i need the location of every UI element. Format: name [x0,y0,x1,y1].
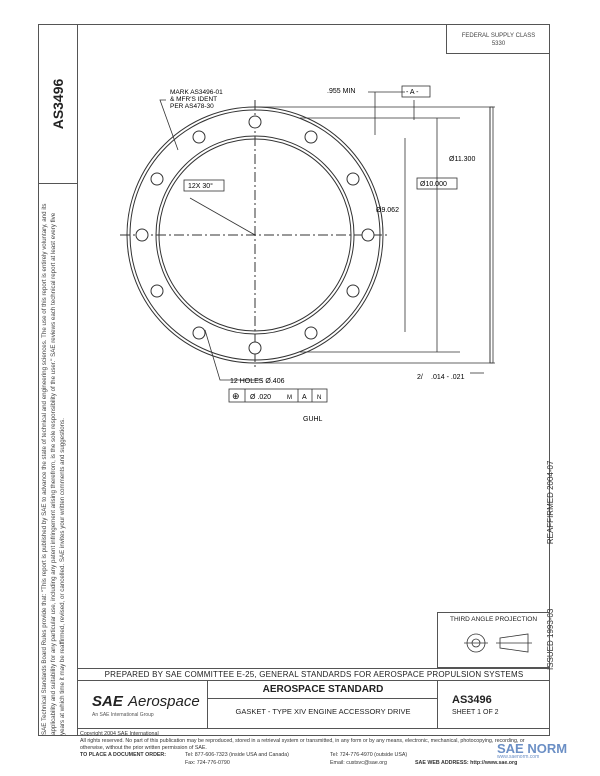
fcf-modifier-2: N [317,395,321,401]
logo-sae: SAE [92,693,123,710]
contact-row: Fax: 724-776-0790 Email: custsvc@sae.org… [80,760,550,768]
reaffirmed-date: REAFFIRMED 2004-07 [546,460,555,545]
fcf-symbol: ⊕ [232,391,240,401]
angle-label: 12X 30° [188,182,213,190]
bolt-hole [346,172,360,186]
copyright: Copyright 2004 SAE International [80,731,159,737]
fsc-label: FEDERAL SUPPLY CLASS [461,33,536,39]
min-dim-label: .955 MIN [327,88,355,95]
fcf-modifier: M [287,395,292,401]
fcf-tolerance: Ø .020 [250,394,271,401]
third-angle-projection: THIRD ANGLE PROJECTION [437,612,550,668]
dia-outer-label: Ø11.300 [449,156,475,163]
order-row: TO PLACE A DOCUMENT ORDER: Tel: 877-606-… [80,752,550,760]
email-link[interactable]: Email: custsvc@sae.org [330,760,387,766]
document-title: GASKET - TYPE XIV ENGINE ACCESSORY DRIVE [235,707,411,716]
web-address-link[interactable]: SAE WEB ADDRESS: http://www.sae.org [415,760,518,766]
bolt-holes [135,115,375,355]
left-column [38,24,78,736]
mark-note-2: & MFR'S IDENT [170,96,217,103]
bolt-hole [248,341,262,355]
fsc-code: 5330 [491,41,506,47]
projection-label: THIRD ANGLE PROJECTION [449,616,538,623]
title-block-number: AS3496 SHEET 1 OF 2 [438,681,550,729]
datum-label: - A - [406,89,419,96]
sheet-number: SHEET 1 OF 2 [452,709,499,716]
document-number: AS3496 [452,694,492,706]
title-block-logo: SAE Aerospace An SAE International Group [78,681,208,729]
holes-label: 12 HOLES Ø.406 [230,378,285,385]
rights-statement: All rights reserved. No part of this pub… [80,738,525,751]
bolt-hole [150,284,164,298]
bolt-hole [361,228,375,242]
dia-box [416,177,458,190]
mark-note-1: MARK AS3496-01 [170,89,223,96]
watermark: SAE NORM www.saenorm.com [497,741,567,760]
holes-leader [204,329,262,381]
feature-control-frame [228,388,328,403]
logo-subtitle: An SAE International Group [92,712,154,718]
title-block-title: AEROSPACE STANDARD GASKET - TYPE XIV ENG… [208,681,438,729]
side-doc-number: AS3496 [38,24,78,184]
standard-type: AEROSPACE STANDARD [208,684,438,699]
drawing-frame [38,24,550,736]
dia-box-label: Ø10.000 [420,181,447,188]
bolt-hole [135,228,149,242]
mark-note-3: PER AS478-30 [170,103,214,110]
bolt-hole [304,130,318,144]
logo-aerospace: Aerospace [128,693,200,710]
footer: Copyright 2004 SAE International All rig… [80,731,550,768]
dia-inner-label: Ø9.062 [376,207,399,214]
watermark-sub: www.saenorm.com [497,754,540,760]
federal-supply-class: FEDERAL SUPPLY CLASS 5330 [446,24,550,54]
datum-box [401,85,431,98]
bolt-hole [150,172,164,186]
radial-line [189,197,256,236]
projection-symbol-icon [464,633,532,653]
angle-box [183,179,225,192]
prepared-by: PREPARED BY SAE COMMITTEE E-25, GENERAL … [78,668,550,681]
order-label: TO PLACE A DOCUMENT ORDER: [80,752,167,758]
thickness-prefix: 2/ [417,374,423,381]
fax: Fax: 724-776-0790 [185,760,230,766]
fcf-datum: A [302,394,307,401]
bolt-hole [192,130,206,144]
bolt-hole [248,115,262,129]
edge-view [489,106,494,364]
drawing-caption: GUHL [303,416,323,423]
thickness-label: .014 - .021 [431,374,465,381]
tel-usa: Tel: 877-606-7323 (inside USA and Canada… [185,752,289,758]
bolt-hole [346,284,360,298]
watermark-text: SAE NORM [497,741,568,756]
bolt-hole [304,326,318,340]
bolt-hole [192,326,206,340]
tel-outside: Tel: 724-776-4970 (outside USA) [330,752,408,758]
mark-leader [159,99,179,151]
